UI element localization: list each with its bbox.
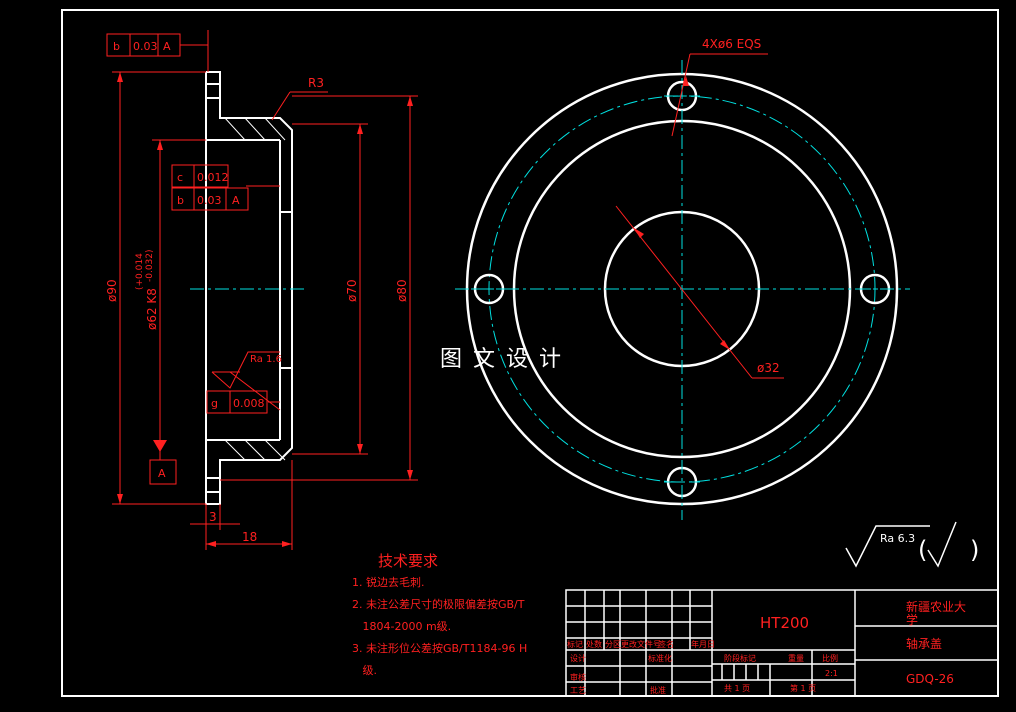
roughness-paren-open: ( [918, 536, 927, 564]
gdt-tolerance: 0.03 [197, 194, 222, 207]
sheet-number: 第 1 页 [790, 683, 816, 693]
title-block-labels: 标记 处数 分区 更改文件号 签名 年月日 设计 标准化 审核 工艺 批准 阶段… [567, 639, 838, 695]
label-std: 标准化 [648, 653, 672, 663]
dim-d70: ø70 [345, 279, 359, 302]
dim-d90: ø90 [105, 279, 119, 302]
label-approve: 批准 [650, 685, 666, 695]
dim-18: 18 [242, 530, 257, 544]
gdt-symbol: b [177, 194, 184, 207]
label-check: 审核 [570, 672, 586, 682]
datum-label: A [158, 467, 166, 480]
gdt-symbol: b [113, 40, 120, 53]
watermark: 图 文 设 计 [440, 347, 563, 372]
label-design: 设计 [570, 653, 586, 663]
note-line: 1804-2000 m级. [352, 620, 451, 633]
label-process: 工艺 [570, 686, 586, 695]
notes-title: 技术要求 [378, 552, 438, 570]
label-scale: 比例 [822, 653, 838, 663]
label-sign: 签名 [658, 639, 674, 649]
holes-label: 4Xø6 EQS [702, 37, 761, 51]
front-view [455, 53, 910, 520]
label-docno: 更改文件号 [621, 639, 661, 649]
part-name: 轴承盖 [906, 636, 942, 651]
section-view [205, 71, 293, 505]
label-count: 处数 [586, 639, 602, 649]
note-line: 1. 锐边去毛刺. [352, 575, 425, 589]
gdt-datum-ref: A [232, 194, 240, 207]
roughness-side: Ra 1.6 [250, 354, 282, 365]
radius-label: R3 [308, 76, 324, 90]
hatching [224, 117, 286, 461]
arrowheads [117, 72, 413, 547]
note-line: 2. 未注公差尺寸的极限偏差按GB/T [352, 597, 525, 611]
dim-d80: ø80 [395, 279, 409, 302]
drawing-number: GDQ-26 [906, 672, 954, 686]
gdt-tolerance: 0.03 [133, 40, 158, 53]
datum-triangle [153, 440, 167, 452]
tol-lower: -0.032) [145, 249, 155, 282]
gdt-datum-ref: A [163, 40, 171, 53]
dim-d62: ø62 K8 [145, 288, 159, 330]
title-block [565, 589, 999, 697]
label-stage: 阶段标记 [724, 653, 756, 663]
school-name-cont: 学 [906, 612, 918, 627]
section-outline [205, 71, 293, 505]
gdt-frames [106, 33, 268, 485]
material: HT200 [760, 614, 809, 632]
front-dimensions [615, 53, 784, 379]
dim-3: 3 [209, 510, 217, 524]
school-name: 新疆农业大 [906, 599, 966, 614]
dim-d32: ø32 [757, 361, 780, 375]
label-zone: 分区 [605, 640, 621, 649]
scale-value: 2:1 [825, 669, 838, 678]
roughness-general: Ra 6.3 [880, 532, 915, 545]
note-line: 3. 未注形位公差按GB/T1184-96 H [352, 641, 527, 655]
roughness-symbol [845, 521, 957, 568]
section-dimensions [112, 30, 418, 550]
drawing-border [61, 9, 999, 697]
label-marks: 标记 [567, 639, 583, 649]
gdt-symbol: g [211, 397, 218, 410]
note-line: 级. [352, 664, 377, 677]
gdt-tolerance: 0.008 [233, 397, 265, 410]
gdt-symbol: c [177, 171, 183, 184]
roughness-paren-close: ) [970, 536, 979, 564]
tol-upper: (+0.014 [135, 253, 145, 290]
front-arrowheads [634, 76, 730, 350]
sheets-total: 共 1 页 [724, 684, 750, 693]
label-date: 年月日 [691, 639, 715, 649]
gdt-tolerance: 0.012 [197, 171, 229, 184]
label-weight: 重量 [788, 653, 804, 663]
